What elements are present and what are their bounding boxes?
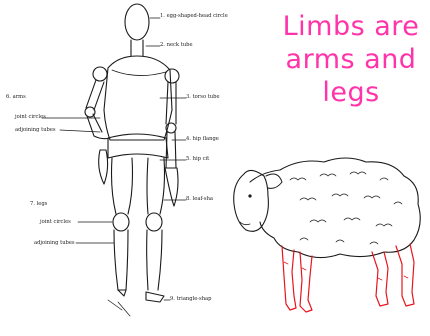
sheep-body [250, 158, 420, 258]
sheep-head [234, 170, 269, 231]
